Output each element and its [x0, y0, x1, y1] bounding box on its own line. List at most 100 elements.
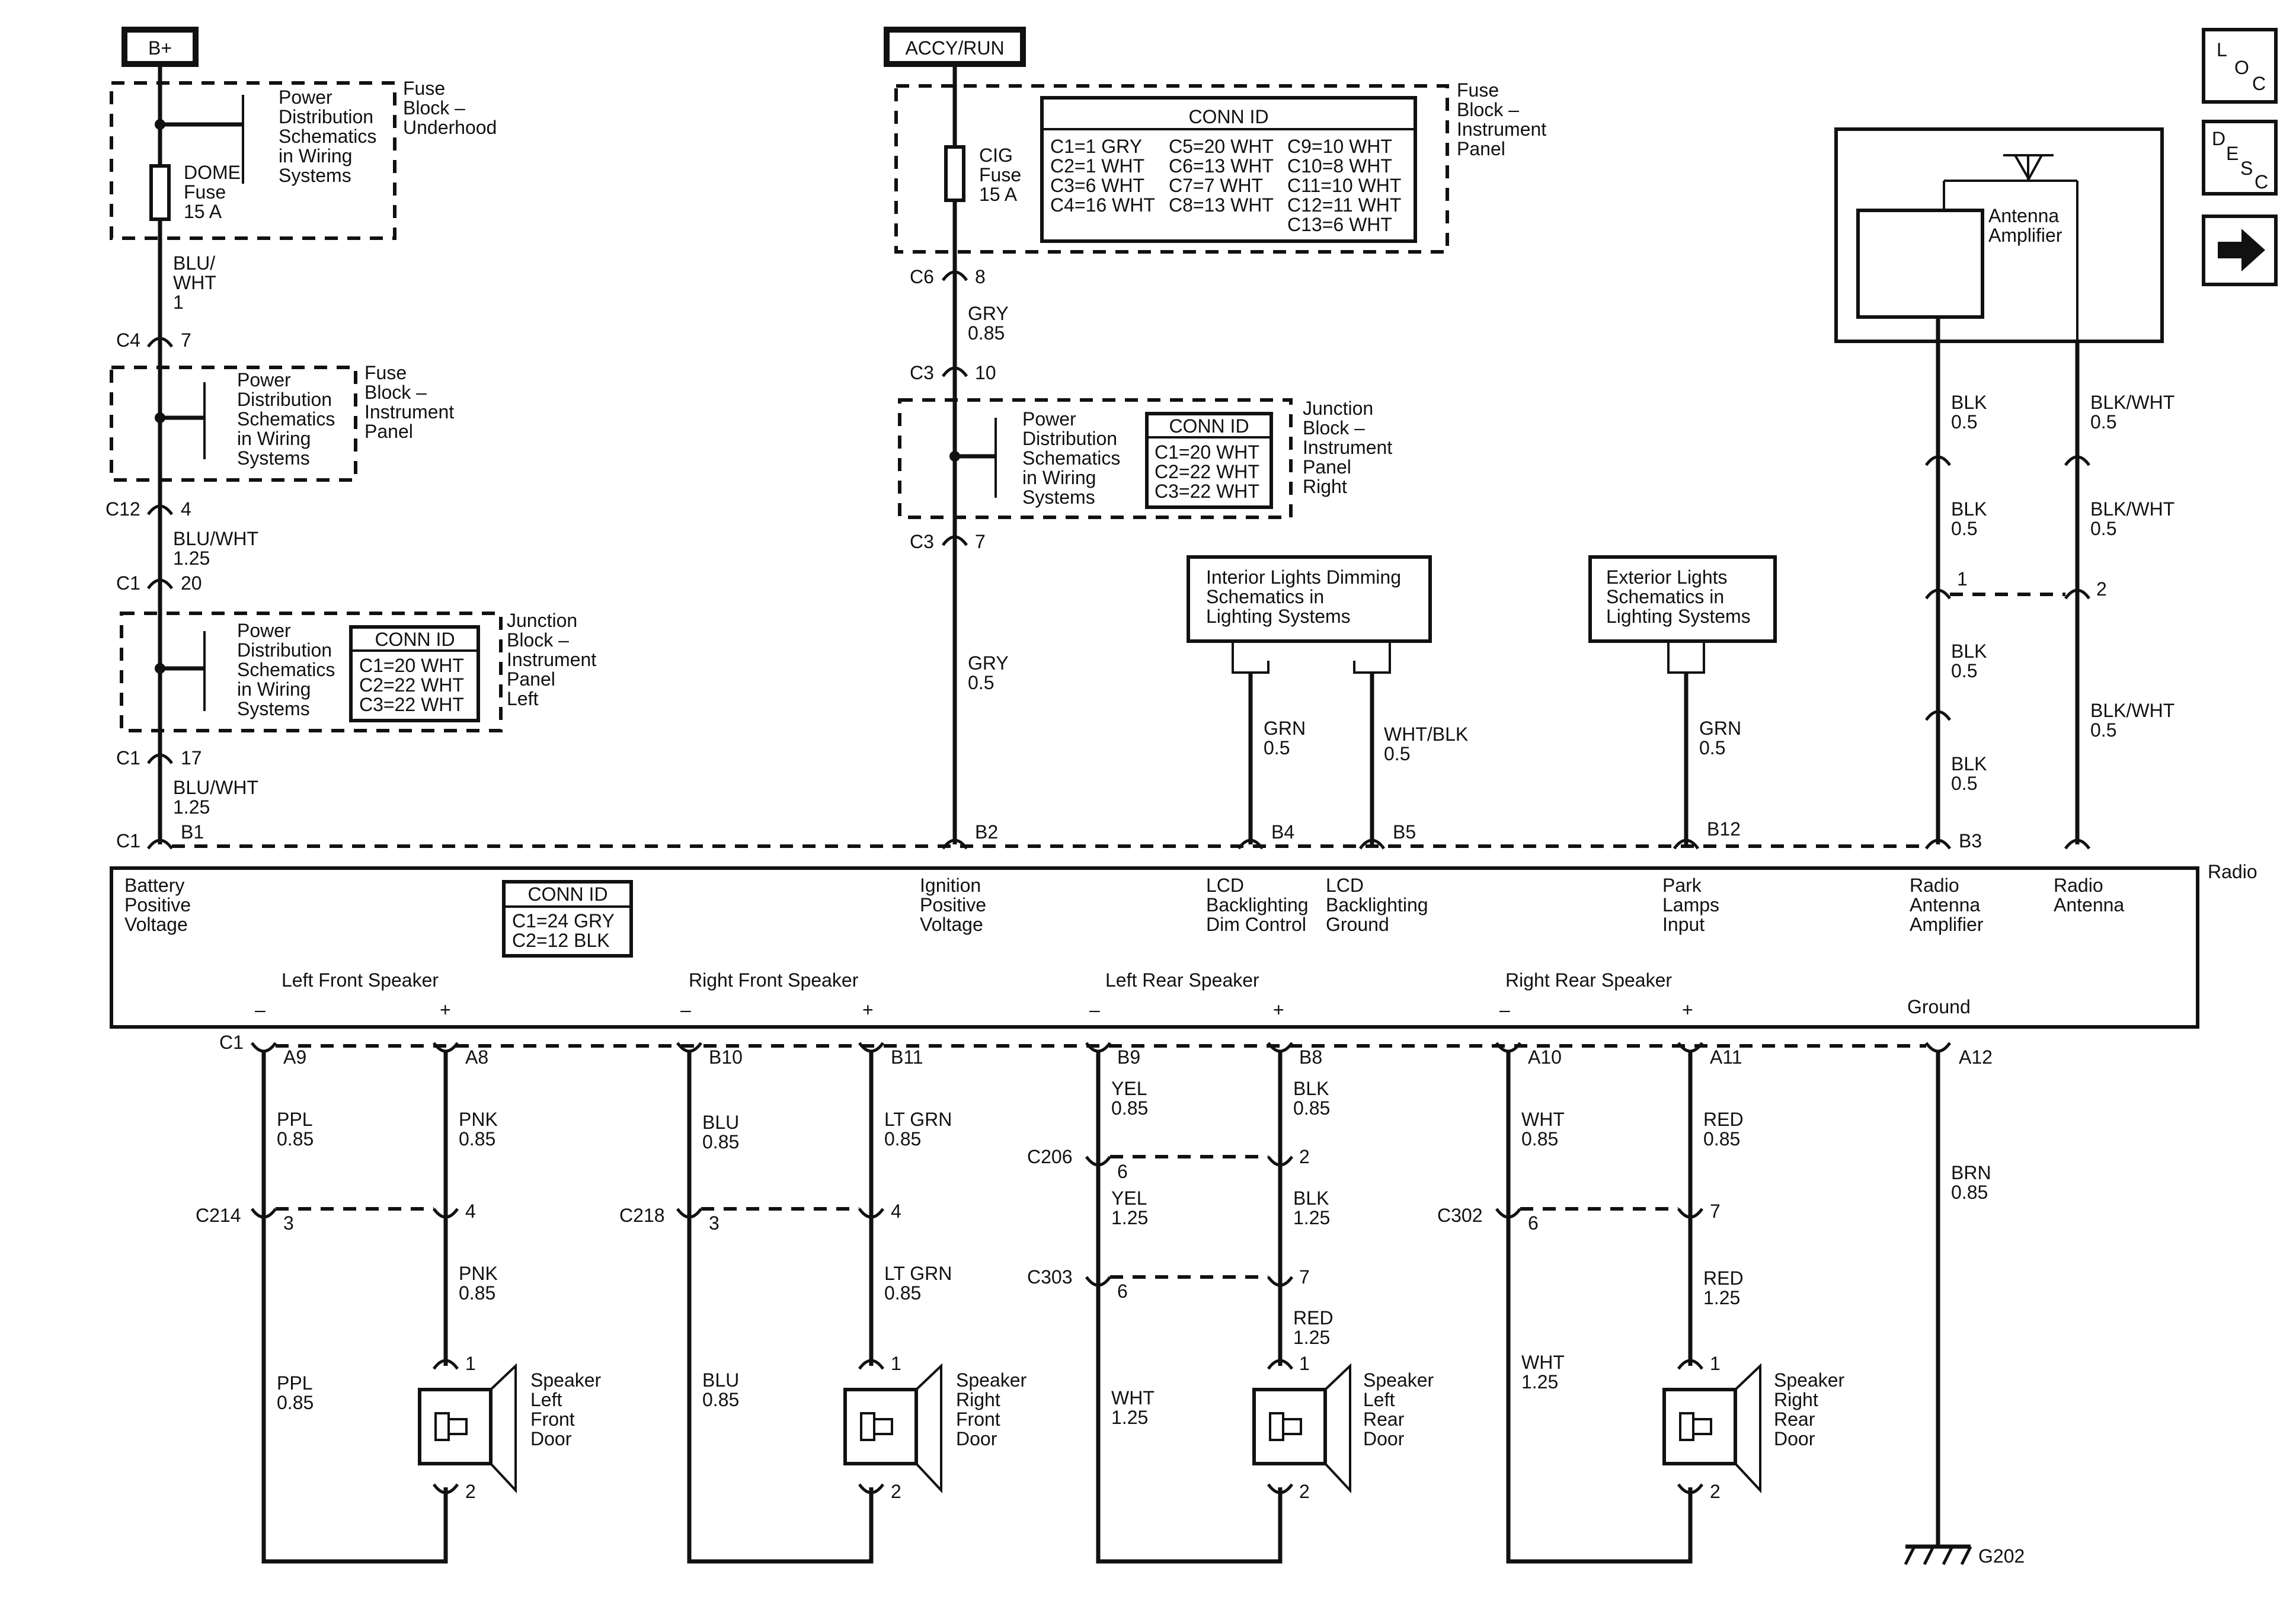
svg-text:Dim Control: Dim Control — [1206, 914, 1306, 935]
svg-text:0.85: 0.85 — [277, 1128, 314, 1150]
svg-text:3: 3 — [709, 1212, 720, 1234]
svg-text:WHT: WHT — [1521, 1352, 1565, 1373]
svg-text:Antenna: Antenna — [1910, 894, 1980, 916]
speaker-right-rear-door: 1 2 Speaker Right Rear Door — [1662, 1353, 1845, 1502]
svg-text:Left: Left — [507, 688, 538, 709]
svg-text:2: 2 — [2096, 578, 2107, 600]
svg-text:C4: C4 — [116, 329, 140, 351]
svg-text:Block –: Block – — [403, 97, 465, 119]
svg-text:C206: C206 — [1027, 1146, 1073, 1167]
svg-text:GRY: GRY — [968, 652, 1009, 674]
svg-text:BLU: BLU — [702, 1369, 739, 1391]
svg-text:CONN ID: CONN ID — [375, 629, 455, 650]
svg-text:C2=22 WHT: C2=22 WHT — [1155, 461, 1259, 482]
svg-text:0.85: 0.85 — [1703, 1128, 1740, 1150]
svg-text:C218: C218 — [619, 1205, 665, 1226]
svg-text:Speaker: Speaker — [956, 1369, 1027, 1391]
svg-text:Block –: Block – — [1303, 417, 1365, 438]
right-arrow-icon[interactable] — [2202, 215, 2278, 286]
interior-lights-ref-box[interactable]: Interior Lights Dimming Schematics in Li… — [1187, 555, 1432, 643]
svg-text:Right Front Speaker: Right Front Speaker — [689, 969, 859, 991]
svg-text:Panel: Panel — [1303, 456, 1351, 478]
radio-output-connectors: C1 A9 A8 B10 B11 B9 B8 A10 A11 A12 — [219, 1032, 1993, 1068]
exterior-lights-ref-box[interactable]: Exterior Lights Schematics in Lighting S… — [1588, 555, 1777, 643]
svg-text:15 A: 15 A — [979, 184, 1018, 205]
svg-text:Left Front Speaker: Left Front Speaker — [282, 969, 439, 991]
radio-module: Radio Battery Positive Voltage CONN ID C… — [110, 861, 2257, 1029]
svg-text:–: – — [1499, 999, 1510, 1020]
svg-text:G202: G202 — [1978, 1545, 2025, 1567]
svg-text:Junction: Junction — [1303, 398, 1373, 419]
svg-text:E: E — [2226, 143, 2239, 164]
svg-text:1.25: 1.25 — [1111, 1407, 1148, 1428]
svg-text:C10=8 WHT: C10=8 WHT — [1287, 155, 1392, 177]
svg-text:0.5: 0.5 — [2090, 411, 2116, 433]
svg-text:3: 3 — [283, 1212, 294, 1234]
connector-c3-7: C3 7 — [910, 531, 986, 552]
svg-text:PNK: PNK — [459, 1263, 498, 1284]
svg-text:ACCY/RUN: ACCY/RUN — [905, 37, 1004, 59]
svg-text:Interior Lights Dimming: Interior Lights Dimming — [1206, 566, 1401, 588]
svg-text:BLU: BLU — [702, 1112, 739, 1133]
svg-text:A10: A10 — [1528, 1046, 1562, 1068]
svg-text:in Wiring: in Wiring — [1022, 467, 1096, 488]
svg-text:7: 7 — [1710, 1201, 1721, 1222]
svg-text:0.5: 0.5 — [1384, 743, 1410, 764]
svg-text:GRN: GRN — [1264, 718, 1306, 739]
svg-text:BLU/: BLU/ — [173, 252, 215, 274]
svg-text:1.25: 1.25 — [1521, 1371, 1558, 1393]
svg-text:C302: C302 — [1437, 1205, 1483, 1226]
svg-text:Positive: Positive — [124, 894, 191, 916]
svg-text:Systems: Systems — [1022, 486, 1095, 508]
svg-text:B10: B10 — [709, 1046, 743, 1068]
ground-g202-icon: G202 — [1904, 1544, 2025, 1567]
speaker-magnet-icon — [860, 1412, 875, 1441]
connector-c6: C6 8 — [910, 266, 986, 287]
svg-text:Instrument: Instrument — [1457, 119, 1546, 140]
svg-text:C12: C12 — [105, 498, 140, 520]
svg-text:Ignition: Ignition — [920, 875, 981, 896]
svg-text:Lamps: Lamps — [1662, 894, 1719, 916]
svg-text:Block –: Block – — [507, 629, 569, 651]
svg-text:Voltage: Voltage — [920, 914, 983, 935]
svg-text:Radio: Radio — [2208, 861, 2257, 882]
svg-text:Speaker: Speaker — [530, 1369, 602, 1391]
speaker-cone-icon — [1324, 1363, 1351, 1494]
svg-text:C214: C214 — [196, 1205, 241, 1226]
svg-text:2: 2 — [1299, 1146, 1310, 1167]
svg-text:0.5: 0.5 — [1951, 411, 1977, 433]
svg-text:2: 2 — [1710, 1481, 1721, 1502]
svg-text:Panel: Panel — [1457, 138, 1505, 159]
svg-text:0.85: 0.85 — [702, 1131, 739, 1153]
svg-text:Instrument: Instrument — [507, 649, 596, 670]
svg-text:Park: Park — [1662, 875, 1702, 896]
svg-text:Fuse: Fuse — [979, 164, 1021, 185]
connector-c3-10: C3 10 — [910, 362, 996, 383]
speaker-magnet-icon — [1269, 1412, 1284, 1441]
svg-text:–: – — [1089, 999, 1100, 1020]
svg-text:Schematics in: Schematics in — [1206, 586, 1324, 607]
svg-text:Power: Power — [279, 87, 332, 108]
junction-block-instrument-panel-right: Power Distribution Schematics in Wiring … — [898, 398, 1392, 519]
svg-text:0.5: 0.5 — [1951, 518, 1977, 539]
svg-text:C2=1 WHT: C2=1 WHT — [1050, 155, 1144, 177]
svg-text:DOME: DOME — [184, 162, 241, 183]
loc-icon[interactable]: L O C — [2202, 28, 2278, 104]
svg-text:+: + — [1273, 999, 1284, 1020]
svg-text:1: 1 — [173, 292, 184, 313]
speaker-wire-labels: PPL 0.85 PNK 0.85 PNK 0.85 PPL 0.85 BLU … — [277, 1078, 1991, 1428]
svg-text:+: + — [862, 999, 874, 1020]
svg-text:8: 8 — [975, 266, 986, 287]
svg-text:C9=10 WHT: C9=10 WHT — [1287, 136, 1392, 157]
svg-text:C3: C3 — [910, 362, 934, 383]
svg-text:BLK/WHT: BLK/WHT — [2090, 700, 2175, 721]
svg-text:C1: C1 — [116, 747, 140, 769]
desc-icon[interactable]: D E S C — [2202, 120, 2278, 196]
svg-text:BRN: BRN — [1951, 1162, 1991, 1183]
svg-text:D: D — [2212, 128, 2225, 149]
svg-text:Amplifier: Amplifier — [1910, 914, 1984, 935]
svg-text:Right: Right — [1303, 476, 1347, 497]
svg-text:WHT: WHT — [173, 272, 216, 293]
svg-text:0.85: 0.85 — [1293, 1097, 1330, 1119]
svg-text:Instrument: Instrument — [1303, 437, 1392, 458]
